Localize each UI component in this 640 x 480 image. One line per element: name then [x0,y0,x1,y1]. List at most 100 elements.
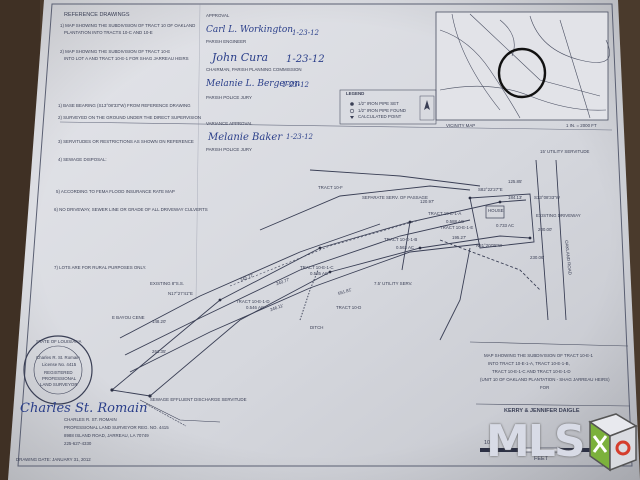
survey-points [110,196,532,398]
drawing-date: DRAWING DATE: JANUARY 31, 2012 [16,457,91,462]
reference-drawing-line: INTO LOT A AND TRACT 10-E-1 FOR SHAG JAR… [64,56,189,61]
mls-watermark-logo: MLS [486,410,638,478]
title-block-divider [469,341,629,347]
owner-name: KERRY & JENNIFER DAIGLE [504,408,580,414]
approval-signature: John Cura [212,51,269,64]
surveyor-line: PROFESSIONAL LAND SURVEYOR REG. NO. 4415 [64,425,169,430]
vicinity-map-frame [435,11,609,121]
surveyor-line: 225-627-4330 [64,441,92,446]
reference-drawings-heading: REFERENCE DRAWINGS [64,12,130,18]
variance-signature: Melanie Baker [208,132,283,143]
legend-item: 1/2" IRON PIPE FOUND [358,108,406,113]
seal-text: STATE OF LOUISIANA [36,339,82,344]
approval-role: PARISH POLICE JURY [206,95,252,100]
legend-ipfound-mark [349,108,355,114]
legend-item: 1/2" IRON PIPE SET [358,101,399,106]
tract-label: TRACT 10-E-1-D [236,299,270,304]
note-line: 5) ACCORDING TO FEMA FLOOD INSURANCE RAT… [56,189,175,194]
scale-bar-unit: FEET [534,456,549,462]
parcel-lines [111,159,567,427]
tract-label: 7.5' UTILITY SERV. [374,281,413,286]
acreage-label: 0.546 AC [246,305,265,310]
seal-text: Charles R. St. Romain [36,355,80,360]
mls-watermark-text: MLS [486,416,586,467]
dimension-label: 230.06' [530,255,545,260]
approval-label: APPROVAL [206,13,230,18]
approval-signature: Melanie L. Bergeron [206,79,301,89]
title-block-line: TRACT 10-E-1-C AND TRACT 10-E-1-D [492,369,571,374]
variance-role: PARISH POLICE JURY [206,147,252,152]
vicinity-map-label: VICINITY MAP [446,123,476,128]
tract-label: DITCH [310,325,324,330]
reference-drawing-line: PLANTATION INTO TRACTS 10-C AND 10-E [64,30,153,35]
title-block-line: (UNIT 10 OF OAKLAND PLANTATION - SHAG JA… [480,377,610,382]
dimension-label: N81°20'05"W [476,243,503,248]
tract-label: E BAYOU CENE [112,315,145,320]
approval-role: PARISH ENGINEER [206,39,247,44]
sheet-border [17,3,633,467]
tract-label: EXISTING 8"S.S. [150,281,185,286]
acreage-label: 0.535 AC [310,271,329,276]
top-divider [59,121,613,131]
surveyor-seal-outer [23,335,93,405]
note-line: 7) LOTS ARE FOR RURAL PURPOSES ONLY. [54,265,147,270]
variance-date: 1-23-12 [286,133,313,141]
seal-text: REGISTERED [44,370,73,375]
reference-drawing-line: 2) MAP SHOWING THE SUBDIVISION OF TRACT … [60,49,171,54]
dimension-label: 125.85' [508,179,523,184]
tract-label: SEPARATE SERV. OF PASSAGE [362,195,428,200]
dimension-label: 148.20' [152,319,167,324]
variance-label: VARIANCE APPROVAL [206,121,253,126]
title-block-line: INTO TRACT 10-E-1-A, TRACT 10-E-1-B, [488,361,570,366]
acreage-label: 0.588 AC [446,219,465,224]
notes-divider [195,3,201,301]
approval-date: 1-23-12 [292,29,319,37]
mls-box-icon [588,413,638,472]
vicinity-map-roads [439,13,610,119]
tract-label: EXISTING DRIVEWAY [536,213,581,218]
surveyor-signature: Charles St. Romain [20,401,148,416]
approval-role: CHAIRMAN, PARISH PLANNING COMMISSION [206,67,302,72]
house-label: HOUSE [488,208,504,213]
note-line: 6) NO DRIVEWAY, SEWER LINE OR GRADE OF A… [54,207,208,212]
reference-drawing-line: 1) MAP SHOWING THE SUBDIVISION OF TRACT … [60,23,196,28]
acreage-label: 0.563 AC [396,245,415,250]
approval-date: 1-23-12 [282,81,309,89]
surveyor-line: CHARLES R. ST. ROMAIN [64,417,117,422]
tract-label: TRACT 10-F [318,185,343,190]
dimension-label: S82°22'27"E [478,187,503,192]
surveyor-seal-inner [33,345,83,395]
approval-date: 1-23-12 [286,54,325,65]
dimension-label: 261.35' [152,349,167,354]
seal-text: License No. 4415 [42,362,77,367]
seal-text: LAND SURVEYOR [40,382,78,387]
acreage-label: 0.733 AC [496,223,515,228]
tract-label: TRACT 10-E-1-C [300,265,334,270]
title-block-divider-2 [475,403,631,407]
note-line: 4) SEWAGE DISPOSAL: [58,157,107,162]
north-arrow [424,100,430,110]
legend-title: LEGEND [346,91,365,96]
tract-label: TRACT 10-E-1-B [384,237,418,242]
tract-label: TRACT 10-D [336,305,362,310]
tract-label: TRACT 10-E-1-A [428,211,462,216]
dimension-label: N17°27'41"E [168,291,193,296]
surveyor-line: 8988 ISLAND ROAD, JARREAU, LA 70749 [64,433,149,438]
scale-bar [480,447,600,453]
legend-calc-mark [350,116,354,119]
tract-label: SEWAGE EFFLUENT DISCHARGE SERVITUDE [150,397,247,402]
title-block-line: MAP SHOWING THE SUBDIVISION OF TRACT 10-… [484,353,593,358]
title-block-line: FOR [540,385,550,390]
dimension-label: 184.13' [508,195,523,200]
note-line: 2) SURVEYED ON THE GROUND UNDER THE DIRE… [58,115,202,120]
vicinity-map-circle [497,47,547,99]
scale-bar-value: 100 [484,440,494,446]
note-line: 3) SERVITUDES OR RESTRICTIONS AS SHOWN O… [58,139,194,144]
tract-label: 15' UTILITY SERVITUDE [540,149,590,154]
dimension-label: 195.27' [452,235,467,240]
dimension-label: S13°08'33"W [534,195,560,200]
note-line: 1) BASE BEARING (S13°08'33"W) FROM REFER… [58,103,191,108]
dimension-label: 200.00' [538,227,553,232]
